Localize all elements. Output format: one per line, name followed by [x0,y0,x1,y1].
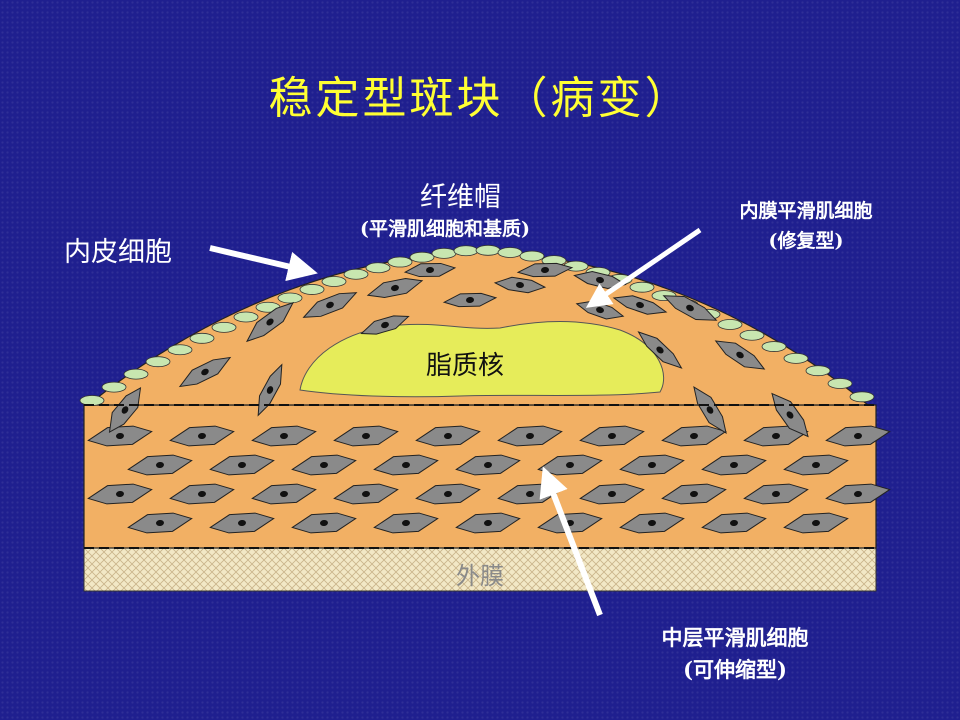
smooth-muscle-cell [783,454,849,476]
smooth-muscle-cell [403,262,457,278]
smooth-muscle-cell [701,454,767,476]
endothelial-cell [101,381,127,393]
endothelial-cell [827,378,853,389]
smooth-muscle-cell [743,483,809,505]
endothelial-cell [805,365,831,377]
label-fibrous-cap-sub: (平滑肌细胞和基质) [360,218,530,240]
endothelial-cell [321,276,347,287]
label-media-smc-sub: (可伸缩型) [683,657,787,682]
endothelial-cell [783,352,809,364]
smooth-muscle-cell [169,483,235,505]
smooth-muscle-cells [87,262,891,534]
smooth-muscle-cell [257,363,283,417]
label-endothelium: 内皮细胞 [64,237,172,268]
endothelial-cell [629,281,655,293]
arrow-endothelium [209,245,318,282]
endothelial-cell [431,247,457,259]
smooth-muscle-cell [245,301,295,343]
smooth-muscle-cell [415,425,481,447]
smooth-muscle-cell [108,386,142,434]
smooth-muscle-cell [619,512,685,534]
smooth-muscle-cell [360,315,410,335]
smooth-muscle-cell [619,454,685,476]
smooth-muscle-cell [783,512,849,534]
smooth-muscle-cell [209,454,275,476]
endothelial-cell [277,292,303,304]
smooth-muscle-cell [415,483,481,505]
endothelial-cell [717,319,743,330]
smooth-muscle-cell [169,425,235,447]
label-intima-smc: 内膜平滑肌细胞 [739,200,873,222]
endothelial-cell [343,268,369,280]
adventitia-layer [83,547,877,592]
endothelial-cell [233,311,259,323]
smooth-muscle-cell [291,454,357,476]
smooth-muscle-cell [661,483,727,505]
endothelial-cell [761,341,787,352]
smooth-muscle-cell [373,512,439,534]
smooth-muscle-cell [579,483,645,505]
smooth-muscle-cell [302,292,358,318]
label-lipid-core: 脂质核 [425,351,504,381]
smooth-muscle-cell [825,425,891,447]
smooth-muscle-cell [493,276,547,294]
endothelial-cell [387,256,413,268]
endothelial-cell [299,284,325,295]
endothelial-cell [475,244,501,256]
smooth-muscle-cell [333,483,399,505]
smooth-muscle-cell [251,483,317,505]
smooth-muscle-cell [251,425,317,447]
label-intima-smc-sub: (修复型) [768,230,844,252]
smooth-muscle-cell [366,278,424,298]
smooth-muscle-cell [637,331,683,369]
smooth-muscle-cell [743,425,809,447]
smooth-muscle-cell [825,483,891,505]
label-adventitia: 外膜 [456,562,504,590]
smooth-muscle-cell [333,425,399,447]
smooth-muscle-cell [497,425,563,447]
smooth-muscle-cell [714,340,766,370]
smooth-muscle-cell [178,356,232,388]
endothelial-cell [167,344,193,356]
smooth-muscle-cell [87,483,153,505]
endothelial-cell [739,329,765,341]
smooth-muscle-cell [127,454,193,476]
smooth-muscle-cell [662,295,718,321]
endothelial-cell [409,251,435,263]
smooth-muscle-cell [209,512,275,534]
arrow-intima-smc [585,227,702,308]
smooth-muscle-cell [442,292,498,308]
smooth-muscle-cell [373,454,439,476]
label-fibrous-cap: 纤维帽 [420,182,501,213]
endothelial-cell [145,356,171,368]
smooth-muscle-cell [693,386,727,434]
smooth-muscle-cell [291,512,357,534]
smooth-muscle-cell [455,454,521,476]
endothelial-cell [189,332,215,344]
endothelial-cell [123,368,149,380]
arrow-media-smc [539,466,603,617]
slide-title: 稳定型斑块（病变） [268,73,692,124]
smooth-muscle-cell [579,425,645,447]
smooth-muscle-cell [661,425,727,447]
endothelial-cell [519,250,545,262]
smooth-muscle-cell [455,512,521,534]
smooth-muscle-cell [516,262,574,278]
label-media-smc: 中层平滑肌细胞 [661,625,809,650]
endothelial-cell [453,245,479,257]
smooth-muscle-cell [612,295,668,315]
endothelial-cell [211,321,237,333]
smooth-muscle-cell [127,512,193,534]
smooth-muscle-cell [87,425,153,447]
endothelial-cell [497,247,523,258]
smooth-muscle-cell [701,512,767,534]
endothelial-cell [365,262,391,274]
endothelial-cell [849,391,875,403]
